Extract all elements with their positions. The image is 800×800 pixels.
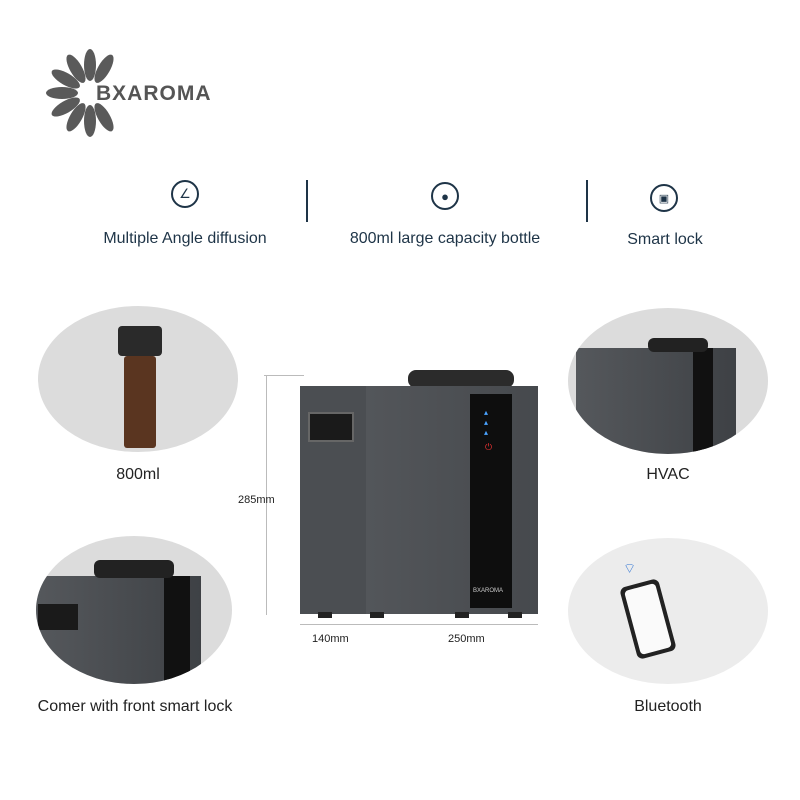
logo [45, 48, 145, 138]
depth-dimension: 140mm [312, 633, 349, 645]
control-panel: ▴▴▴ ⏻ BXAROMA [470, 394, 512, 608]
device-foot [318, 612, 332, 618]
divider [306, 180, 308, 222]
width-dimension-line [300, 624, 538, 625]
power-icon[interactable]: ⏻ [485, 442, 493, 452]
width-dimension: 250mm [448, 633, 485, 645]
height-dimension-line [266, 375, 267, 615]
hvac-photo [568, 308, 768, 454]
feature-lock-label: Smart lock [627, 231, 703, 248]
logo-text: BXAROMA [96, 82, 212, 105]
photo-label-smart-lock: Comer with front smart lock [37, 698, 233, 715]
device-top-vent [408, 370, 514, 388]
flower-logo-icon [46, 49, 114, 137]
smart-lock-photo [36, 536, 232, 684]
device-foot [370, 612, 384, 618]
droplet-icon: ● [431, 182, 459, 210]
divider [586, 180, 588, 222]
height-dimension: 285mm [238, 494, 275, 506]
panel-brand: BXAROMA [473, 588, 504, 594]
smart-lock-icon: ▣ [650, 184, 678, 212]
photo-label-800ml: 800ml [116, 466, 160, 483]
device-foot [508, 612, 522, 618]
device-body: ▴▴▴ ⏻ BXAROMA [300, 386, 538, 614]
wifi-icon: ⌔ [623, 560, 637, 576]
angle-icon: ∠ [171, 180, 199, 208]
photo-label-bluetooth: Bluetooth [634, 698, 702, 715]
feature-angle-label: Multiple Angle diffusion [103, 230, 267, 247]
device-foot [455, 612, 469, 618]
handle-slot [308, 412, 354, 442]
bottle-photo [38, 306, 238, 452]
dimension-tick [264, 375, 304, 376]
bluetooth-photo: ⌔ [568, 538, 768, 684]
feature-capacity-label: 800ml large capacity bottle [349, 230, 541, 247]
photo-label-hvac: HVAC [646, 466, 690, 483]
